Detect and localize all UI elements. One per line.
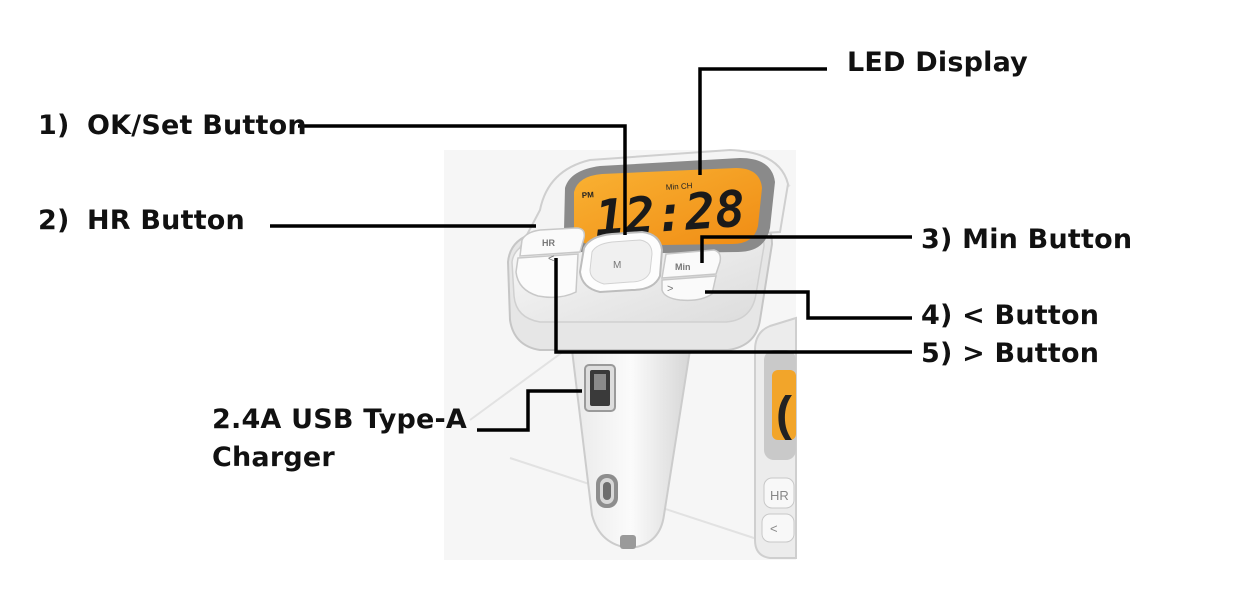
- min-button-label: Min: [675, 262, 691, 272]
- svg-text:HR: HR: [770, 488, 789, 503]
- ok-set-button-label: M: [613, 260, 621, 271]
- svg-text:(: (: [776, 388, 792, 441]
- clock-small-label: Min CH: [666, 181, 693, 192]
- secondary-device: ( HR <: [754, 316, 797, 559]
- label-usb-line2: Charger: [212, 442, 335, 473]
- min-button[interactable]: Min: [661, 249, 722, 279]
- label-left: 4) < Button: [921, 300, 1100, 331]
- label-hr: HR Button: [87, 205, 245, 236]
- label-usb-line1: 2.4A USB Type-A: [212, 404, 468, 435]
- callout-line-usb: [477, 389, 582, 432]
- label-ok-set: OK/Set Button: [87, 110, 307, 141]
- label-min: 3) Min Button: [921, 224, 1133, 255]
- label-led-display: LED Display: [847, 47, 1028, 78]
- metal-contact: [596, 474, 618, 508]
- hr-button[interactable]: HR: [519, 227, 586, 257]
- label-right: 5) > Button: [921, 338, 1100, 369]
- left-button-label: <: [548, 253, 554, 265]
- svg-text:<: <: [770, 521, 778, 536]
- label-hr-number: 2): [38, 205, 70, 236]
- led-display: PM Min CH 12:28: [564, 158, 775, 254]
- callout-line-led-display: [698, 67, 827, 175]
- label-ok-set-number: 1): [38, 110, 70, 141]
- clock-ampm: PM: [582, 190, 595, 200]
- right-button-label: >: [667, 283, 673, 295]
- callout-line-left: [705, 290, 912, 320]
- callout-lines: [270, 67, 912, 432]
- left-button[interactable]: <: [515, 253, 579, 299]
- callout-line-min: [700, 235, 912, 263]
- ok-set-button[interactable]: M: [578, 230, 664, 294]
- hr-button-label: HR: [542, 238, 555, 248]
- right-button[interactable]: >: [661, 275, 717, 302]
- callout-line-ok-set: [298, 124, 627, 235]
- usb-port: [584, 364, 616, 412]
- callout-line-right: [554, 258, 912, 354]
